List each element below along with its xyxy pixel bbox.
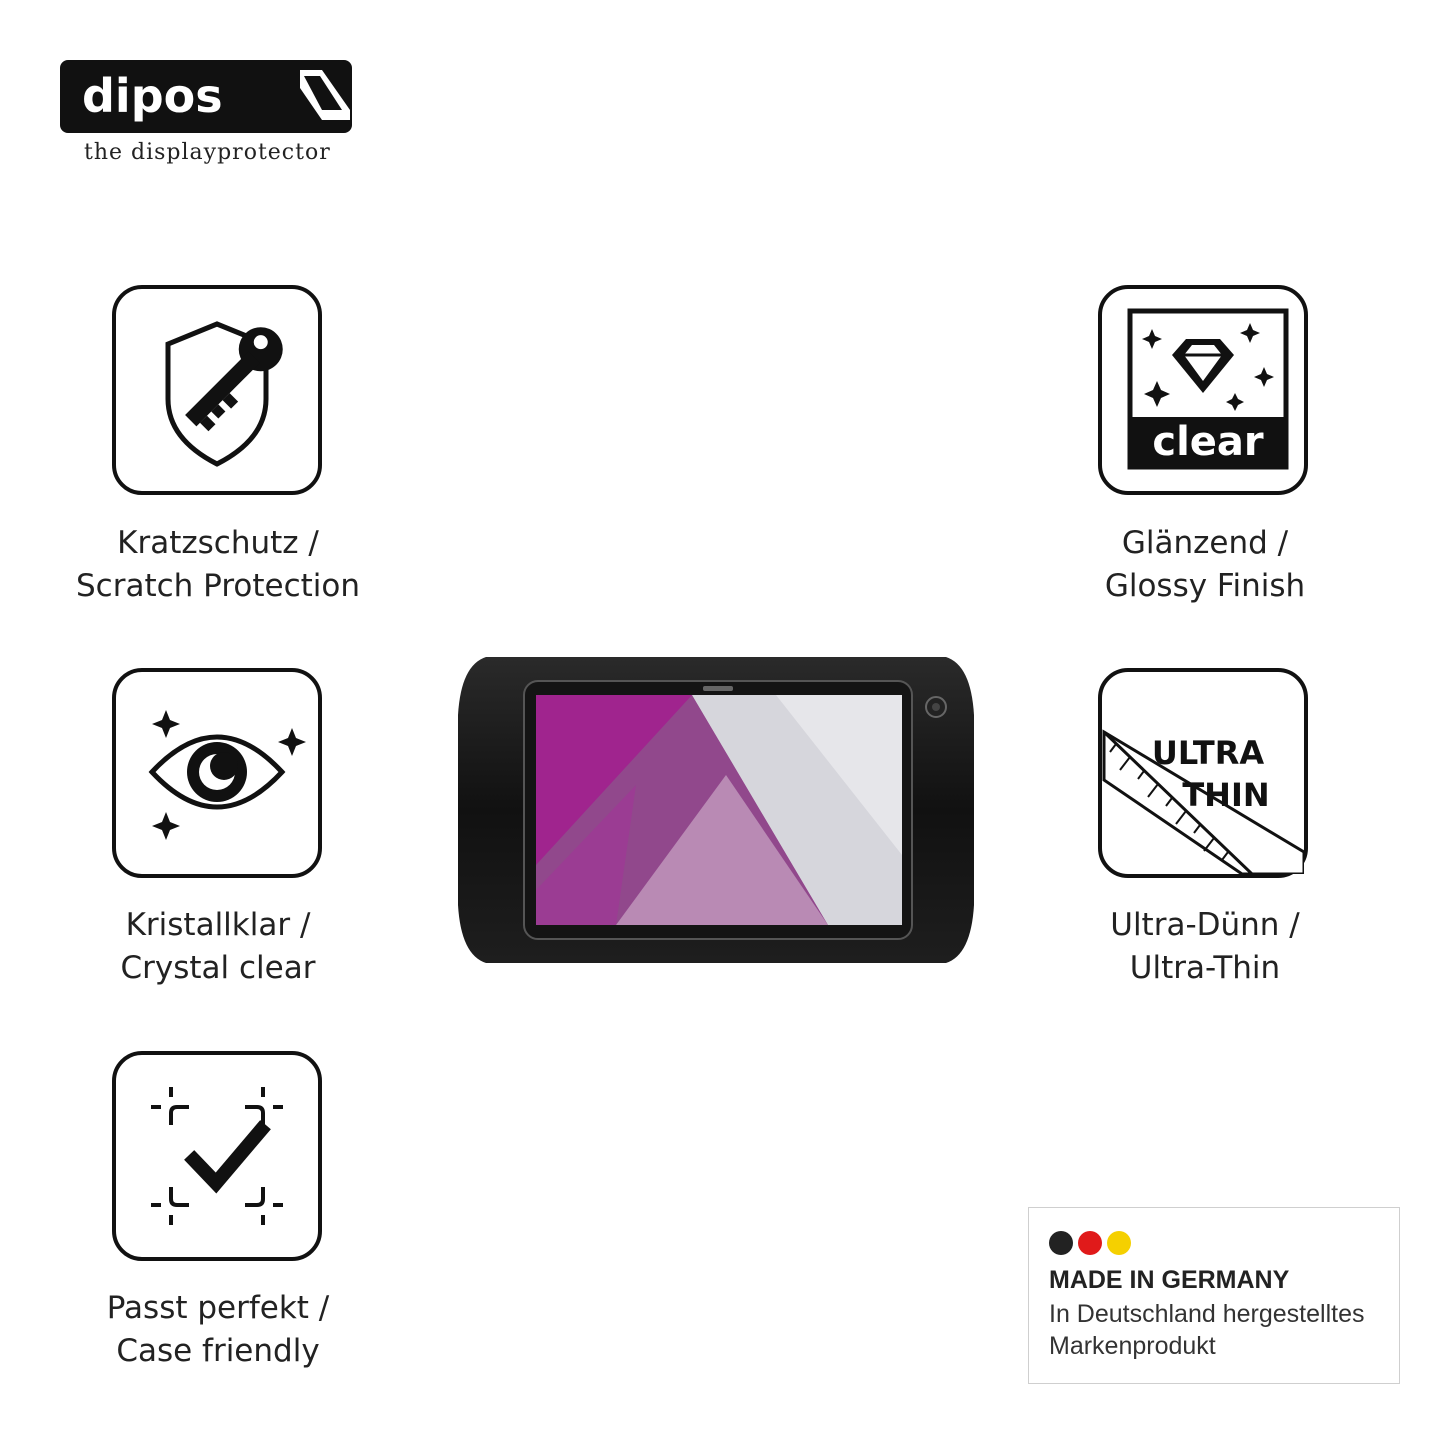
brand-logo: dipos [60, 60, 352, 133]
case-friendly-tile [112, 1051, 322, 1261]
shield-key-icon [165, 321, 283, 467]
glossy-finish-tile: clear [1098, 285, 1308, 495]
clear-icon-text: clear [1152, 419, 1264, 465]
flag-dot-red [1078, 1231, 1102, 1255]
german-flag-dots [1049, 1231, 1136, 1259]
scratch-protection-tile [112, 285, 322, 495]
feature-label-case: Passt perfekt / Case friendly [106, 1290, 330, 1369]
tablet-device-image [456, 655, 976, 965]
made-in-germany-badge: MADE IN GERMANY In Deutschland hergestel… [1028, 1207, 1400, 1384]
badge-subtitle: In Deutschland hergestelltes Markenprodu… [1049, 1300, 1365, 1360]
feature-label-crystal: Kristallklar / Crystal clear [120, 907, 316, 986]
check-frame-icon [151, 1087, 283, 1225]
crystal-clear-tile [112, 668, 322, 878]
feature-label-thin: Ultra-Dünn / Ultra-Thin [1110, 907, 1300, 986]
flag-dot-gold [1107, 1231, 1131, 1255]
ultra-icon-text: ULTRA [1152, 734, 1265, 772]
thin-icon-text: THIN [1182, 776, 1269, 814]
brand-tagline: the displayprotector [84, 140, 331, 165]
feature-label-glossy: Glänzend / Glossy Finish [1104, 525, 1306, 604]
flag-dot-black [1049, 1231, 1073, 1255]
brand-name: dipos [82, 69, 223, 123]
ruler-ultra-thin-icon: ULTRA THIN [1102, 729, 1304, 874]
badge-title: MADE IN GERMANY [1049, 1266, 1290, 1294]
ultra-thin-tile: ULTRA THIN [1098, 668, 1308, 878]
feature-label-scratch: Kratzschutz / Scratch Protection [76, 525, 360, 604]
diamond-clear-icon: clear [1127, 308, 1289, 470]
eye-sparkle-icon [148, 710, 306, 840]
